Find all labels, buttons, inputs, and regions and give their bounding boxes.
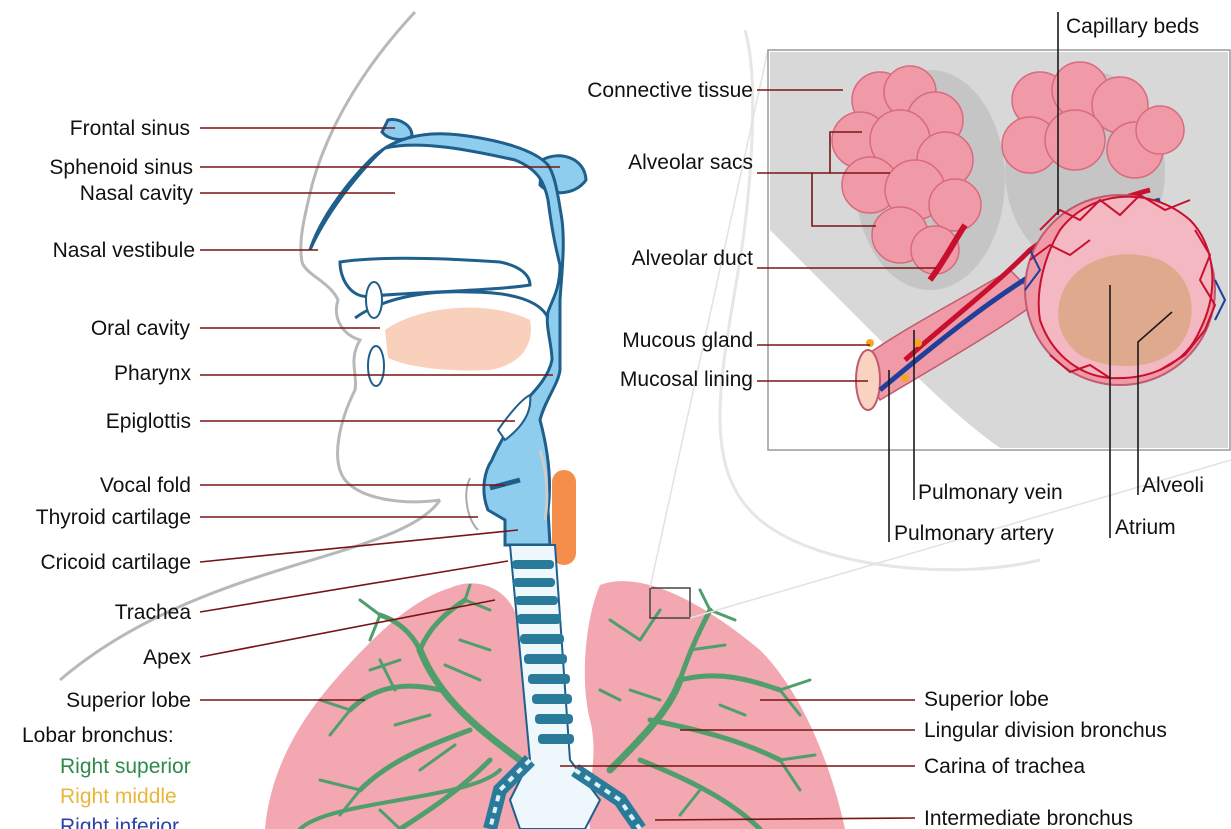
label-sphenoid-sinus: Sphenoid sinus — [49, 156, 193, 179]
label-mucous-gland: Mucous gland — [622, 329, 753, 352]
label-trachea: Trachea — [115, 601, 192, 624]
label-carina-of-trachea: Carina of trachea — [924, 755, 1085, 778]
label-pharynx: Pharynx — [114, 362, 192, 385]
label-atrium: Atrium — [1115, 516, 1176, 539]
head-labels: Frontal sinus Sphenoid sinus Nasal cavit… — [22, 117, 195, 829]
label-right-superior: Right superior — [60, 755, 191, 778]
label-mucosal-lining: Mucosal lining — [620, 368, 753, 391]
label-alveolar-sacs: Alveolar sacs — [628, 151, 753, 174]
left-lung — [585, 581, 845, 829]
label-apex: Apex — [143, 646, 191, 669]
label-alveoli: Alveoli — [1142, 474, 1204, 497]
label-lobar-bronchus: Lobar bronchus: — [22, 724, 174, 747]
label-cricoid-cartilage: Cricoid cartilage — [40, 551, 191, 574]
label-nasal-cavity: Nasal cavity — [80, 182, 194, 205]
label-epiglottis: Epiglottis — [106, 410, 191, 433]
label-frontal-sinus: Frontal sinus — [70, 117, 190, 140]
label-nasal-vestibule: Nasal vestibule — [53, 239, 195, 262]
label-intermediate-bronchus: Intermediate bronchus — [924, 807, 1133, 829]
label-alveolar-duct: Alveolar duct — [632, 247, 754, 270]
label-oral-cavity: Oral cavity — [91, 317, 191, 340]
label-superior-lobe-left: Superior lobe — [924, 688, 1049, 711]
label-lingular-division-bronchus: Lingular division bronchus — [924, 719, 1167, 742]
label-pulmonary-vein: Pulmonary vein — [918, 481, 1063, 504]
label-right-middle: Right middle — [60, 785, 177, 808]
label-right-inferior: Right inferior — [60, 815, 179, 829]
label-superior-lobe-right: Superior lobe — [66, 689, 191, 712]
upper-airway — [310, 120, 586, 565]
label-connective-tissue: Connective tissue — [587, 79, 753, 102]
alveoli-inset — [768, 50, 1230, 450]
label-capillary-beds: Capillary beds — [1066, 15, 1199, 38]
label-vocal-fold: Vocal fold — [100, 474, 191, 497]
right-labels: Superior lobe Lingular division bronchus… — [924, 688, 1167, 829]
label-thyroid-cartilage: Thyroid cartilage — [36, 506, 191, 529]
label-pulmonary-artery: Pulmonary artery — [894, 522, 1054, 545]
right-lung — [265, 583, 530, 829]
